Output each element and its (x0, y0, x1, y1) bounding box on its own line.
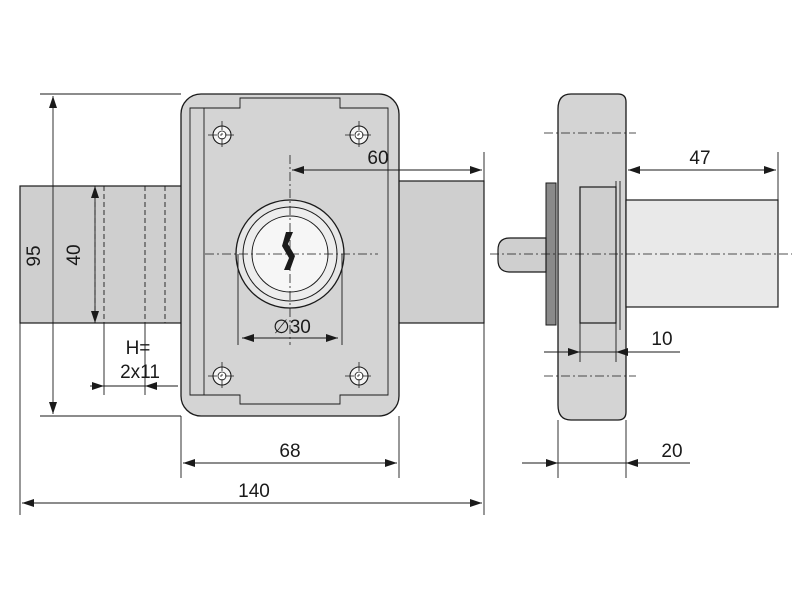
screw-hole (208, 121, 236, 149)
keyhole-icon (282, 232, 295, 270)
dimension-20: 20 (522, 420, 690, 478)
dimension-40: 40 (64, 186, 99, 323)
dimension-h: H= 2x11 (90, 323, 178, 395)
dim-47-label: 47 (689, 148, 710, 169)
screw-hole (208, 362, 236, 390)
dim-68-label: 68 (279, 441, 300, 462)
side-bolt (625, 199, 779, 308)
screw-hole (345, 121, 373, 149)
dimension-10: 10 (544, 323, 680, 362)
dim-95-label: 95 (24, 245, 45, 266)
dim-h-value: 2x11 (120, 362, 160, 383)
dimension-68: 68 (180, 416, 400, 478)
side-plate (579, 186, 617, 324)
dim-h-label: H= (126, 338, 151, 359)
dim-140-label: 140 (238, 481, 270, 502)
side-view (490, 93, 792, 421)
dimension-d30: ∅30 (237, 254, 343, 345)
bolt-left (19, 185, 183, 324)
side-knob (497, 237, 547, 273)
front-view (19, 93, 485, 417)
dimension-140: 140 (19, 323, 485, 515)
dim-20-label: 20 (661, 441, 682, 462)
dim-10-label: 10 (651, 329, 672, 350)
dimension-95: 95 (24, 93, 181, 417)
dimension-47: 47 (625, 148, 779, 200)
dim-60-label: 60 (367, 148, 388, 169)
dimension-60: 60 (292, 148, 485, 186)
bolt-right (397, 180, 485, 324)
dim-40-label: 40 (64, 244, 85, 265)
screw-hole (345, 362, 373, 390)
dim-30-label: ∅30 (273, 317, 311, 338)
